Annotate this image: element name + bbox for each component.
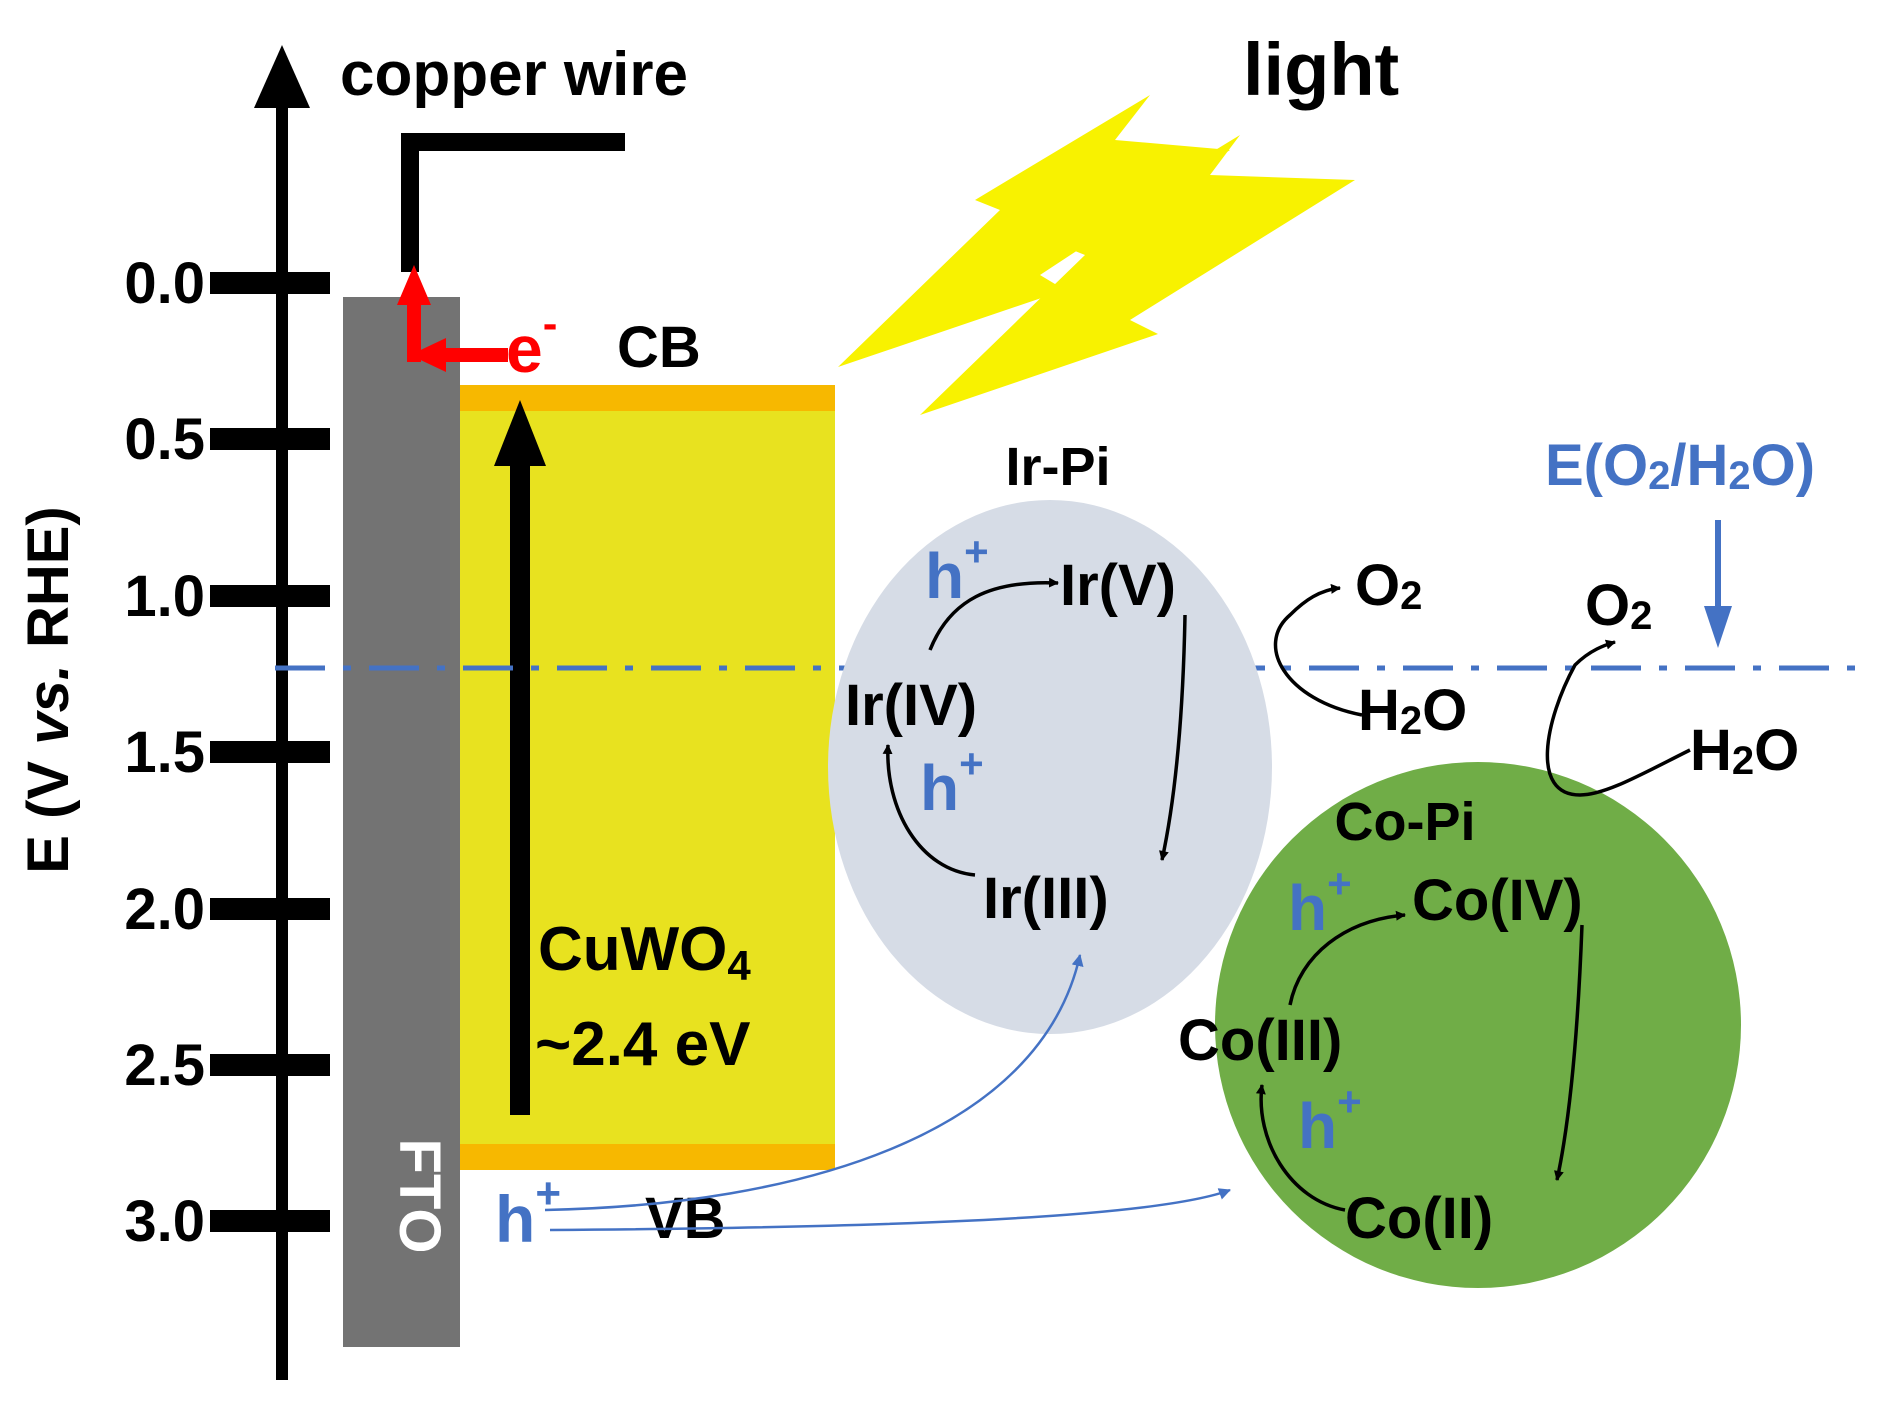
water-oxidation-ir: O2 H2O <box>1273 553 1467 743</box>
copper-wire: copper wire <box>340 40 688 272</box>
ir-pi-cocatalyst: Ir-Pi Ir(V) Ir(IV) Ir(III) h+ h+ <box>828 437 1272 1034</box>
electron-transfer: e- <box>397 265 557 386</box>
tick-label: 1.0 <box>124 564 205 629</box>
ir-arrow-iv-to-v <box>928 577 1059 651</box>
tick-label: 3.0 <box>124 1189 205 1254</box>
water-to-oxygen-arrow <box>1273 583 1363 717</box>
co-pi-bubble <box>1215 762 1741 1288</box>
bandgap-label: ~2.4 eV <box>535 1010 750 1079</box>
axis-title: E (V vs. RHE) <box>16 506 81 873</box>
tick-mark <box>210 741 330 763</box>
vb-hole-label: h+ <box>495 1169 561 1256</box>
co-state-ii: Co(II) <box>1345 1186 1493 1251</box>
ir-arrow-iii-to-iv <box>882 744 976 877</box>
axis-arrowhead <box>254 45 310 108</box>
hole-to-ir-arrow <box>544 954 1084 1212</box>
co-arrow-iii-to-iv <box>1288 910 1406 1006</box>
redox-potential-indicator: E(O2/H2O) <box>1545 433 1815 648</box>
electron-arrow-up-head <box>397 265 431 305</box>
redox-potential-label: E(O2/H2O) <box>1545 433 1815 498</box>
tick-label: 2.5 <box>124 1033 205 1098</box>
co-arrow-ii-to-iii <box>1255 1084 1346 1212</box>
ir-pi-title: Ir-Pi <box>1005 437 1110 497</box>
valence-band <box>460 1144 835 1170</box>
copper-wire-line <box>401 133 625 272</box>
tick-mark <box>210 585 330 607</box>
excitation-arrowhead <box>494 400 546 466</box>
water-oxidation-co: O2 H2O <box>1545 573 1799 797</box>
fto-bar <box>343 297 460 1347</box>
tick-mark <box>210 898 330 920</box>
light-icon: light <box>838 28 1399 415</box>
h2o-label: H2O <box>1690 718 1799 783</box>
hole-transfer: h+ <box>495 954 1231 1256</box>
hole-to-co-arrow <box>549 1188 1231 1232</box>
electron-label: e- <box>506 299 557 386</box>
ir-arrow-v-to-iii <box>1159 614 1187 861</box>
ir-state-v: Ir(V) <box>1060 553 1176 618</box>
co-hole-lower: h+ <box>1298 1078 1362 1162</box>
lightning-bolt-icon <box>838 95 1230 367</box>
o2-label: O2 <box>1355 553 1422 618</box>
h2o-label: H2O <box>1358 678 1467 743</box>
tick-mark <box>210 1210 330 1232</box>
conduction-band <box>460 385 835 411</box>
fto-electrode: FTO <box>343 297 460 1347</box>
semiconductor: CuWO4 ~2.4 eV <box>460 385 835 1170</box>
co-pi-cocatalyst: Co-Pi Co(IV) Co(III) Co(II) h+ h+ <box>1178 762 1741 1288</box>
o2-label: O2 <box>1585 573 1652 638</box>
tick-labels: 0.0 0.5 1.0 1.5 2.0 2.5 3.0 <box>124 251 205 1254</box>
energy-axis: 0.0 0.5 1.0 1.5 2.0 2.5 3.0 E (V vs. RHE… <box>16 45 330 1380</box>
cb-label: CB <box>617 315 701 380</box>
tick-label: 1.5 <box>124 720 205 785</box>
ir-state-iv: Ir(IV) <box>845 673 977 738</box>
tick-label: 2.0 <box>124 877 205 942</box>
tick-mark <box>210 272 330 294</box>
light-label: light <box>1243 28 1399 111</box>
lightning-bolt-icon <box>920 135 1355 415</box>
tick-label: 0.0 <box>124 251 205 316</box>
ir-pi-bubble <box>828 500 1272 1034</box>
redox-indicator-arrowhead <box>1704 606 1732 648</box>
co-state-iv: Co(IV) <box>1412 868 1583 933</box>
water-to-oxygen-arrow <box>1545 639 1691 797</box>
co-hole-upper: h+ <box>1288 860 1352 944</box>
ir-state-iii: Ir(III) <box>983 866 1109 931</box>
co-state-iii: Co(III) <box>1178 1008 1342 1073</box>
ir-hole-lower: h+ <box>920 740 984 824</box>
copper-wire-label: copper wire <box>340 40 688 109</box>
ir-hole-upper: h+ <box>925 528 989 612</box>
tick-label: 0.5 <box>124 407 205 472</box>
tick-mark <box>210 1054 330 1076</box>
fto-label: FTO <box>387 1139 452 1254</box>
co-pi-title: Co-Pi <box>1335 792 1476 852</box>
co-arrow-iv-to-ii <box>1554 924 1584 1181</box>
electron-arrow-left-head <box>410 338 446 372</box>
tick-marks <box>210 272 330 1232</box>
material-label: CuWO4 <box>538 915 751 989</box>
tick-mark <box>210 428 330 450</box>
